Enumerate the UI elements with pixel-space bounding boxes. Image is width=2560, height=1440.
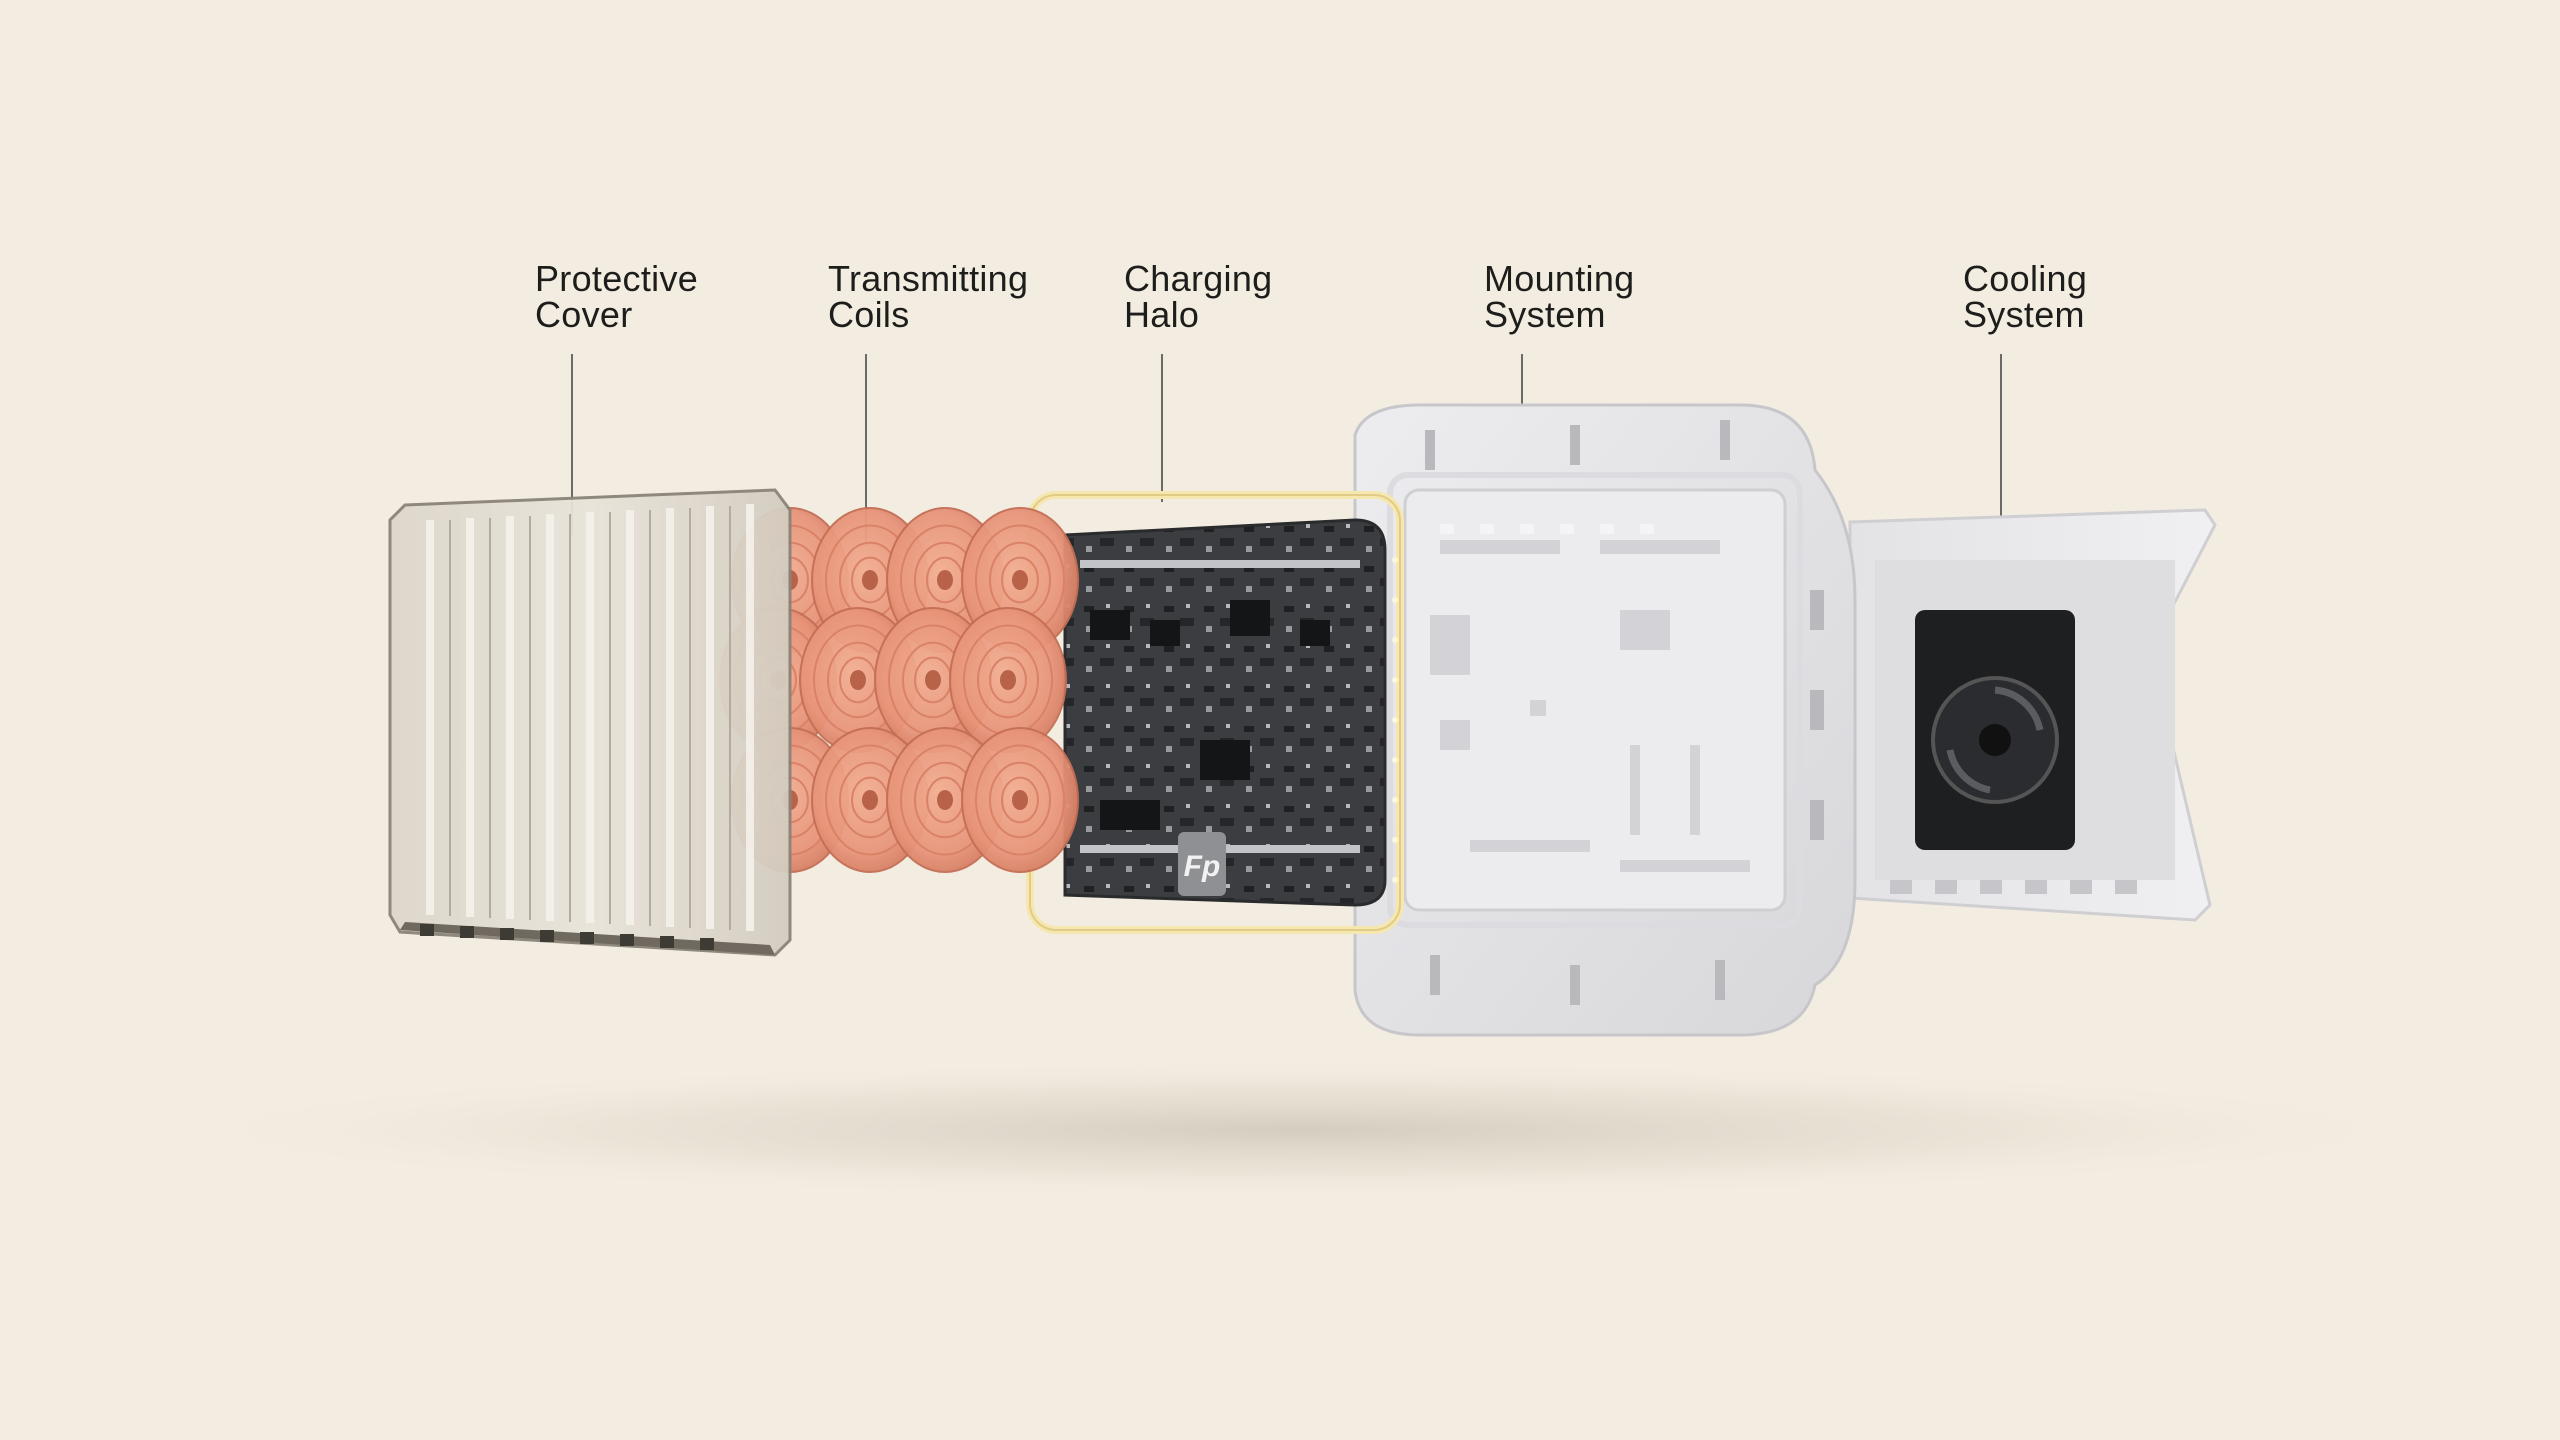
label-charging-halo-line2: Halo: [1124, 294, 1200, 335]
label-cooling-system: Cooling System: [1963, 261, 2087, 333]
charging-halo-assembly: Fp: [1026, 491, 1404, 934]
label-mounting-system: Mounting System: [1484, 261, 1635, 333]
cooling-system: [1848, 508, 2217, 922]
label-protective-cover: Protective Cover: [535, 261, 698, 333]
label-protective-cover-line1: Protective: [535, 258, 699, 299]
fp-logo: Fp: [1184, 850, 1221, 883]
label-charging-halo-line1: Charging: [1124, 258, 1273, 299]
label-mounting-system-line2: System: [1484, 294, 1606, 335]
transmitting-coils: [719, 507, 1079, 873]
label-transmitting-coils-line1: Transmitting: [828, 258, 1029, 299]
label-cooling-system-line2: System: [1963, 294, 2085, 335]
label-cooling-system-line1: Cooling: [1963, 258, 2088, 299]
label-transmitting-coils: Transmitting Coils: [828, 261, 1028, 333]
label-mounting-system-line1: Mounting: [1484, 258, 1635, 299]
floor-shadow: [150, 1060, 2450, 1200]
coil-disc: [961, 727, 1079, 873]
label-charging-halo: Charging Halo: [1124, 261, 1273, 333]
protective-cover: [388, 488, 792, 957]
mounting-system: [1353, 403, 1857, 1037]
label-transmitting-coils-line2: Coils: [828, 294, 910, 335]
label-protective-cover-line2: Cover: [535, 294, 633, 335]
